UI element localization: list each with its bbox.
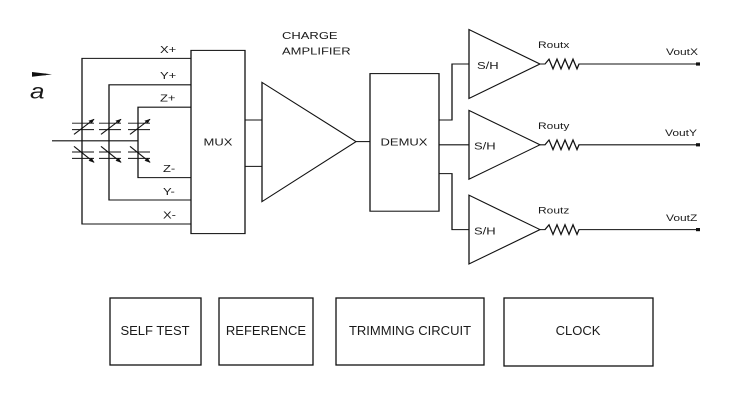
variable-capacitor-upper (72, 118, 95, 135)
charge-amp-label-line2: AMPLIFIER (282, 46, 351, 57)
variable-arrow-icon (100, 118, 122, 135)
clock-label: CLOCK (556, 323, 601, 338)
aux-blocks: SELF TEST REFERENCE TRIMMING CIRCUIT CLO… (109, 297, 654, 367)
resistor-z (540, 223, 698, 237)
label-y-plus: Y+ (160, 70, 176, 81)
trimming-circuit-block: TRIMMING CIRCUIT (335, 297, 485, 366)
resistor-y (540, 138, 698, 152)
resistor-label-y: Routy (538, 121, 570, 132)
demux-wire-z (439, 173, 469, 231)
wire-x (81, 57, 191, 225)
wire-z (137, 106, 191, 179)
variable-capacitor-lower (72, 146, 95, 163)
sh-label-y: S/H (474, 141, 496, 152)
self-test-block: SELF TEST (109, 297, 202, 366)
resistor-label-x: Routx (538, 40, 570, 51)
output-terminal-x (696, 62, 700, 66)
channel-x: S/H Routx VoutX (468, 28, 700, 100)
reference-label: REFERENCE (226, 323, 307, 338)
output-terminal-z (696, 228, 700, 232)
variable-capacitor-upper (99, 118, 122, 135)
variable-arrow-icon (129, 146, 151, 163)
demux-wire-x (439, 63, 469, 121)
main-signal-path: a X+ Y+ Z+ Z- Y- X- MUX CHARGE AMPLIFIER (30, 28, 700, 265)
label-z-plus: Z+ (160, 93, 176, 104)
demux-block: DEMUX (369, 73, 440, 212)
output-label-y: VoutY (665, 128, 697, 139)
variable-capacitor-lower (128, 146, 151, 163)
self-test-label: SELF TEST (120, 323, 189, 338)
clock-block: CLOCK (503, 297, 654, 367)
label-z-minus: Z- (163, 163, 175, 174)
sh-label-x: S/H (477, 60, 499, 71)
electrode-labels: X+ Y+ Z+ Z- Y- X- (160, 44, 176, 221)
sh-label-z: S/H (474, 226, 496, 237)
acceleration-symbol: a (30, 80, 44, 103)
trimming-circuit-label: TRIMMING CIRCUIT (349, 323, 471, 338)
mux-label: MUX (204, 137, 233, 148)
variable-capacitor-lower (99, 146, 122, 163)
mux-block: MUX (190, 49, 246, 235)
variable-capacitors (72, 118, 151, 163)
demux-label: DEMUX (381, 137, 428, 148)
label-y-minus: Y- (163, 186, 175, 197)
acceleration-input: a (30, 72, 138, 142)
resistor-label-z: Routz (538, 206, 569, 217)
charge-amp-label-line1: CHARGE (282, 30, 338, 41)
charge-amplifier: CHARGE AMPLIFIER (261, 30, 358, 203)
channel-z: S/H Routz VoutZ (468, 194, 700, 265)
variable-arrow-icon (73, 146, 95, 163)
electrode-wires (81, 57, 191, 225)
variable-arrow-icon (129, 118, 151, 135)
reference-block: REFERENCE (218, 297, 314, 366)
variable-arrow-icon (73, 118, 95, 135)
output-terminal-y (696, 143, 700, 147)
channel-y: S/H Routy VoutY (468, 109, 700, 181)
label-x-minus: X- (163, 210, 176, 221)
variable-capacitor-upper (128, 118, 151, 135)
variable-arrow-icon (100, 146, 122, 163)
label-x-plus: X+ (160, 44, 176, 55)
resistor-x (540, 57, 698, 71)
output-label-z: VoutZ (666, 213, 698, 224)
output-label-x: VoutX (666, 47, 699, 58)
wire-y (108, 84, 191, 201)
